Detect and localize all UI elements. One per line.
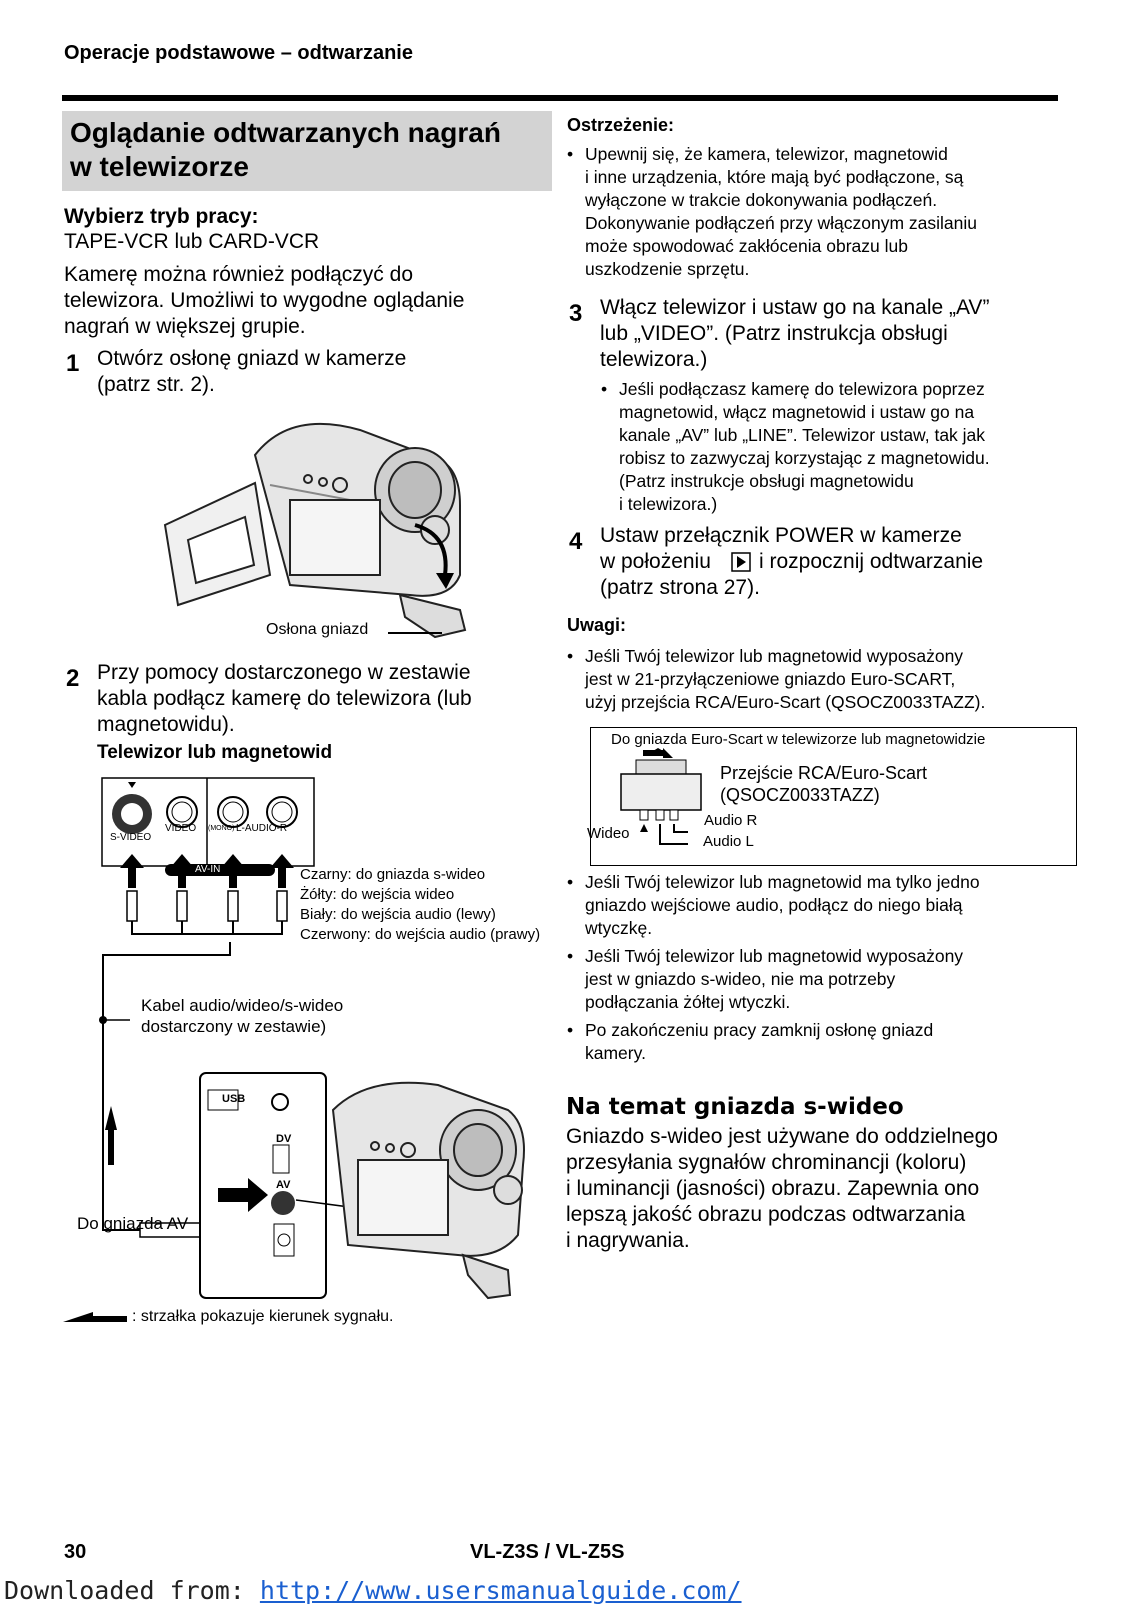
download-source: Downloaded from: http://www.usersmanualg… <box>4 1576 742 1605</box>
tv-vcr-label: Telewizor lub magnetowid <box>97 742 333 763</box>
page-number: 30 <box>64 1541 87 1563</box>
note-text: wtyczkę. <box>585 918 653 938</box>
audio-l-label: Audio L <box>703 833 754 850</box>
step3-text: telewizora.) <box>600 348 708 371</box>
scart-adapter-illustration <box>620 748 702 845</box>
av-socket-label: Do gniazda AV <box>77 1214 189 1233</box>
warning-text: Upewnij się, że kamera, telewizor, magne… <box>567 143 948 166</box>
note-text: jest w gniazdo s-wideo, nie ma potrzeby <box>585 969 896 989</box>
plug-description: Biały: do wejścia audio (lewy) <box>300 906 496 923</box>
plug-description: Żółty: do wejścia wideo <box>300 886 455 903</box>
svideo-text: przesyłania sygnałów chrominancji (kolor… <box>566 1151 967 1174</box>
page-title-line1: Oglądanie odtwarzanych nagrań <box>70 117 501 148</box>
warning-title: Ostrzeżenie: <box>567 115 675 135</box>
step2-text: Przy pomocy dostarczonego w zestawie <box>97 661 471 684</box>
cover-caption: Osłona gniazd <box>266 621 369 638</box>
video-jack-label: VIDEO <box>165 823 197 834</box>
intro-line: telewizora. Umożliwi to wygodne oglądani… <box>64 289 465 312</box>
audio-jack-label: L-AUDIO-R <box>236 823 288 834</box>
note-text: gniazdo wejściowe audio, podłącz do nieg… <box>585 895 963 915</box>
step4-text: Ustaw przełącznik POWER w kamerze <box>600 524 962 547</box>
download-link[interactable]: http://www.usersmanualguide.com/ <box>259 1576 742 1605</box>
step3-bullet: kanale „AV” lub „LINE”. Telewizor ustaw,… <box>619 425 986 445</box>
model-name: VL-Z3S / VL-Z5S <box>470 1541 625 1563</box>
note-text: Jeśli Twój telewizor lub magnetowid wypo… <box>567 945 963 968</box>
svideo-section-title: Na temat gniazda s-wideo <box>566 1094 904 1120</box>
note-text: Jeśli Twój telewizor lub magnetowid ma t… <box>567 871 980 894</box>
step1-text: (patrz str. 2). <box>97 373 215 396</box>
step4-text: w położeniu <box>600 550 711 573</box>
plug-description: Czarny: do gniazda s-wideo <box>300 866 486 883</box>
note-text: kamery. <box>585 1043 646 1063</box>
warning-text: uszkodzenie sprzętu. <box>585 259 750 279</box>
svideo-text: lepszą jakość obrazu podczas odtwarzania <box>566 1203 966 1226</box>
mode-label: Wybierz tryb pracy: <box>64 205 259 228</box>
svideo-text: Gniazdo s-wideo jest używane do oddzieln… <box>566 1125 998 1148</box>
running-header: Operacje podstawowe – odtwarzanie <box>64 42 413 64</box>
step-number: 3 <box>569 300 583 327</box>
download-prefix: Downloaded from: <box>4 1576 245 1605</box>
camcorder-av-panel-illustration <box>199 1072 525 1300</box>
arrow-legend: : strzałka pokazuje kierunek sygnału. <box>132 1308 394 1325</box>
step4-text: i rozpocznij odtwarzanie <box>759 550 984 573</box>
tv-jack-panel-diagram <box>101 777 315 935</box>
step-number: 1 <box>66 350 80 377</box>
mode-value: TAPE-VCR lub CARD-VCR <box>64 230 320 253</box>
usb-label: USB <box>222 1093 246 1105</box>
step1-text: Otwórz osłonę gniazd w kamerze <box>97 347 407 370</box>
warning-text: może spowodować zakłócenia obrazu lub <box>585 236 908 256</box>
step4-text: (patrz strona 27). <box>600 576 760 599</box>
dv-label: DV <box>276 1133 292 1145</box>
svideo-jack-label: S-VIDEO <box>110 832 152 843</box>
warning-text: Dokonywanie podłączeń przy włączonym zas… <box>585 213 977 233</box>
avin-label: AV-IN <box>195 864 221 875</box>
mono-label: (MONO) <box>208 825 235 832</box>
svideo-text: i nagrywania. <box>566 1229 690 1252</box>
cable-description: dostarczony w zestawie) <box>141 1017 327 1036</box>
note-text: Po zakończeniu pracy zamknij osłonę gnia… <box>567 1019 933 1042</box>
camcorder-open-cover-illustration <box>163 422 467 639</box>
cable-description: Kabel audio/wideo/s-wideo <box>141 996 344 1015</box>
warning-text: i inne urządzenia, które mają być podłąc… <box>585 167 964 187</box>
step3-text: lub „VIDEO”. (Patrz instrukcja obsługi <box>600 322 948 345</box>
note-text: użyj przejścia RCA/Euro-Scart (QSOCZ0033… <box>585 692 986 712</box>
note-text: Jeśli Twój telewizor lub magnetowid wypo… <box>567 645 963 668</box>
plug-description: Czerwony: do wejścia audio (prawy) <box>300 926 541 943</box>
page-title-line2: w telewizorze <box>70 151 249 182</box>
intro-line: Kamerę można również podłączyć do <box>64 263 414 286</box>
playback-mode-icon <box>731 552 751 572</box>
step3-bullet: robisz to zazwyczaj korzystając z magnet… <box>619 448 990 468</box>
step3-bullet: Jeśli podłączasz kamerę do telewizora po… <box>601 378 985 401</box>
adapter-code: (QSOCZ0033TAZZ) <box>720 785 880 805</box>
signal-arrow-icon <box>63 1312 127 1322</box>
scart-top-label: Do gniazda Euro-Scart w telewizorze lub … <box>611 731 986 748</box>
step3-bullet: i telewizora.) <box>619 494 718 514</box>
warning-text: wyłączone w trakcie dokonywania podłącze… <box>585 190 938 210</box>
intro-line: nagrań w większej grupie. <box>64 315 306 338</box>
audio-r-label: Audio R <box>704 812 758 829</box>
note-text: podłączania żółtej wtyczki. <box>585 992 791 1012</box>
cable-route-diagram <box>99 942 231 1238</box>
step-number: 2 <box>66 665 80 692</box>
video-label: Wideo <box>587 825 630 842</box>
step2-text: magnetowidu). <box>97 713 235 736</box>
scart-adapter-box <box>590 727 1077 866</box>
step2-text: kabla podłącz kamerę do telewizora (lub <box>97 687 472 710</box>
adapter-name: Przejście RCA/Euro-Scart <box>720 763 928 783</box>
note-text: jest w 21-przyłączeniowe gniazdo Euro-SC… <box>585 669 956 689</box>
notes-title: Uwagi: <box>567 615 627 635</box>
svideo-text: i luminancji (jasności) obrazu. Zapewnia… <box>566 1177 980 1200</box>
header-rule <box>62 95 1058 101</box>
step3-bullet: magnetowid, włącz magnetowid i ustaw go … <box>619 402 975 422</box>
av-label: AV <box>276 1179 291 1191</box>
title-box <box>62 111 552 191</box>
step3-bullet: (Patrz instrukcje obsługi magnetowidu <box>619 471 914 491</box>
step-number: 4 <box>569 528 583 555</box>
step3-text: Włącz telewizor i ustaw go na kanale „AV… <box>600 296 990 319</box>
